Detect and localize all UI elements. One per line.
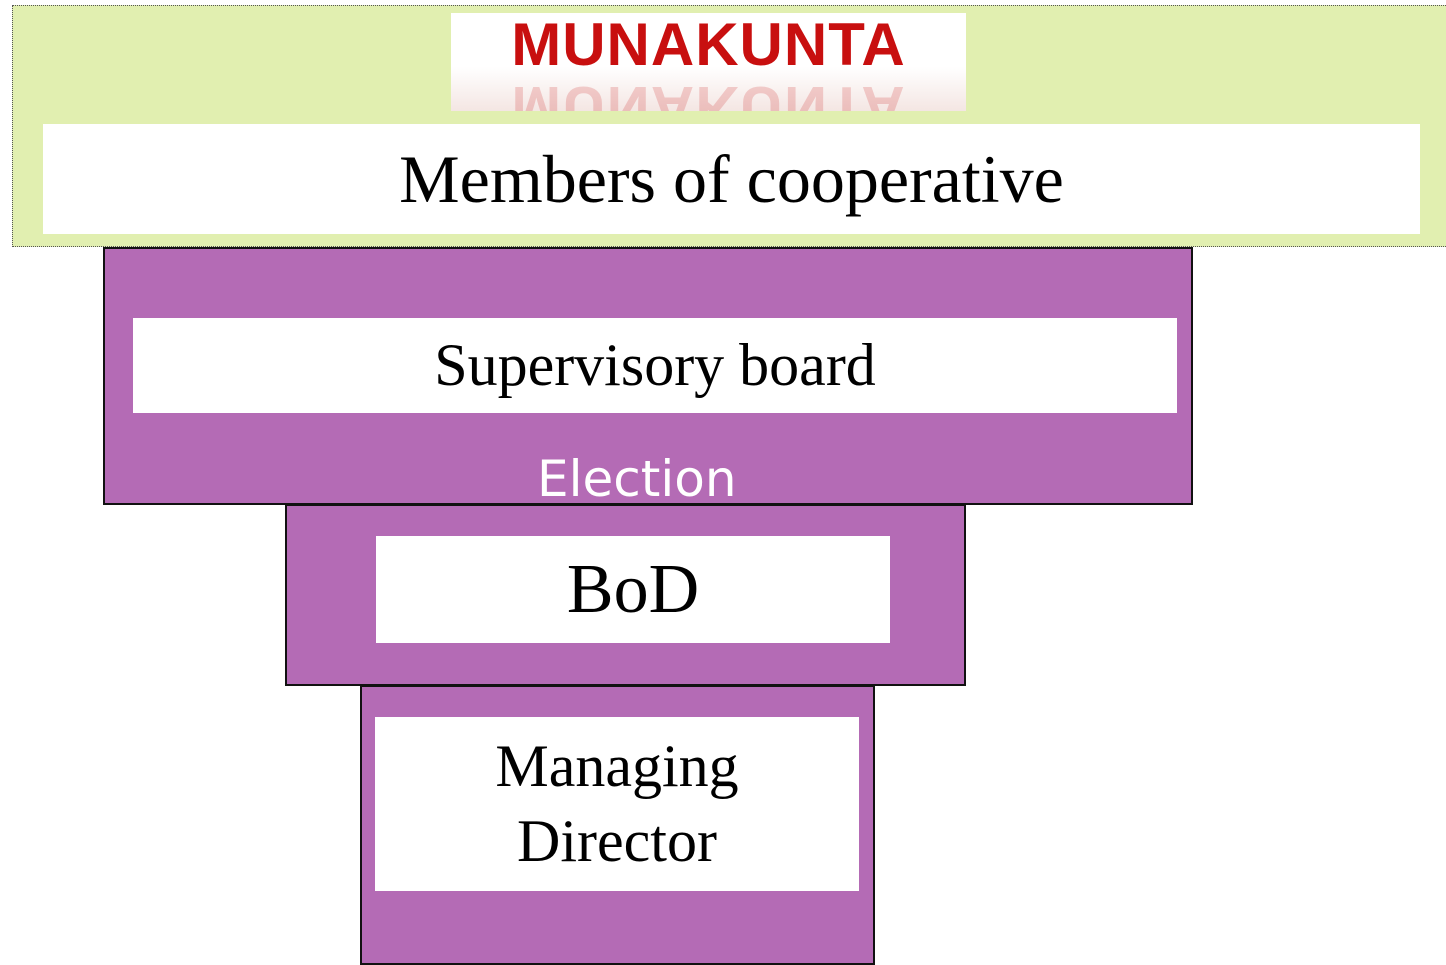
- members-of-cooperative-box: Members of cooperative: [43, 124, 1420, 234]
- managing-director-label: Managing Director: [495, 729, 738, 879]
- supervisory-board-label: Supervisory board: [434, 332, 876, 398]
- logo-reflection: MUNAKUNTA: [511, 74, 906, 111]
- munakunta-logo: MUNAKUNTA MUNAKUNTA: [451, 13, 966, 111]
- managing-director-box: Managing Director: [375, 717, 859, 891]
- supervisory-board-box: Supervisory board: [133, 318, 1177, 413]
- logo-text: MUNAKUNTA: [511, 13, 906, 78]
- managing-director-line1: Managing: [495, 733, 739, 799]
- bod-box: BoD: [376, 536, 890, 643]
- election-label: Election: [537, 450, 737, 508]
- members-label: Members of cooperative: [399, 140, 1064, 217]
- bod-label: BoD: [566, 550, 700, 628]
- managing-director-line2: Director: [517, 808, 717, 874]
